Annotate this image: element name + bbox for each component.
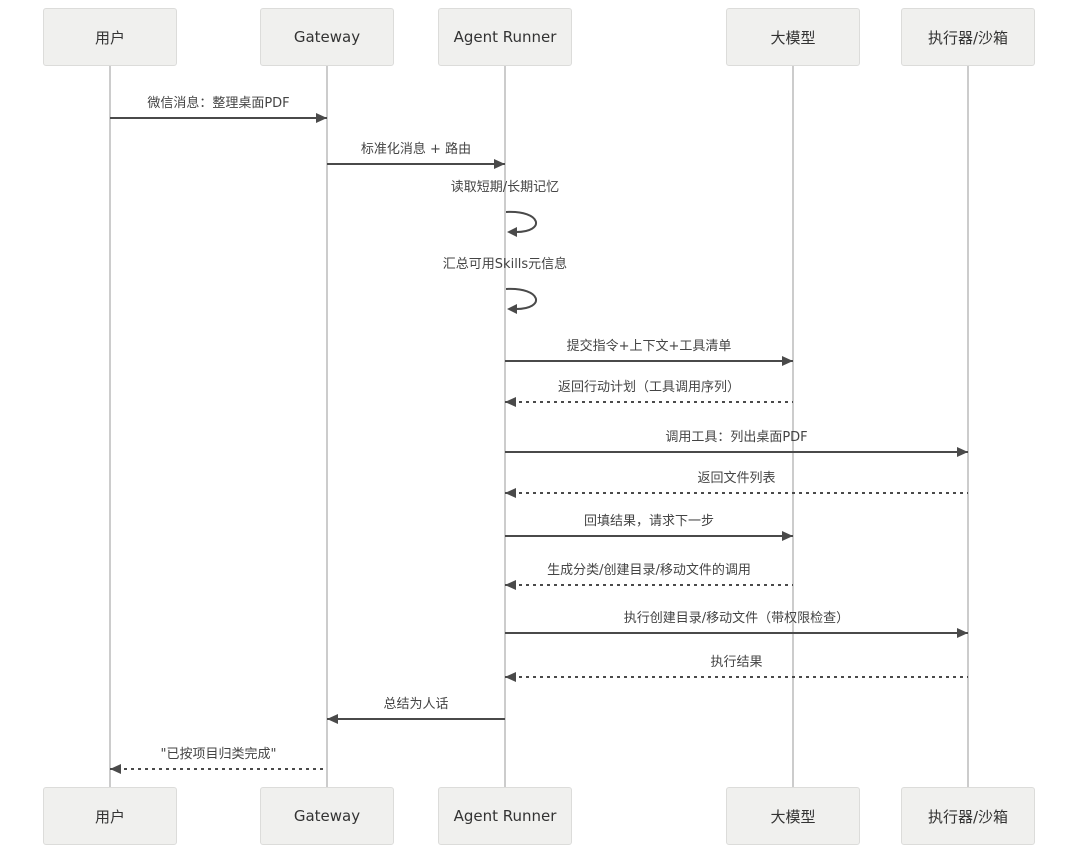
- actor-label: 大模型: [770, 28, 816, 47]
- message-1-wechat-request: 微信消息：整理桌面PDF: [110, 95, 327, 123]
- actor-executor-bottom: 执行器/沙箱: [901, 787, 1035, 845]
- message-label: 总结为人话: [383, 697, 449, 712]
- message-label: 执行创建目录/移动文件（带权限检查）: [623, 611, 850, 626]
- message-11-execute-ops: 执行创建目录/移动文件（带权限检查）: [505, 610, 968, 638]
- arrow-right-icon: [782, 356, 793, 366]
- message-5-submit-context: 提交指令+上下文+工具清单: [505, 338, 793, 366]
- arrow-right-icon: [494, 159, 505, 169]
- arrow-left-icon: [327, 714, 338, 724]
- message-13-summarize: 总结为人话: [327, 696, 505, 724]
- message-label: 生成分类/创建目录/移动文件的调用: [547, 563, 751, 578]
- actor-gateway-bottom: Gateway: [260, 787, 394, 845]
- actor-label: Gateway: [293, 807, 361, 825]
- message-9-backfill-next: 回填结果，请求下一步: [505, 513, 793, 541]
- message-label: "已按项目归类完成": [160, 747, 277, 762]
- arrow-right-icon: [782, 531, 793, 541]
- arrow-left-icon: [505, 672, 516, 682]
- actor-label: 执行器/沙箱: [927, 807, 1009, 826]
- message-2-normalize-route: 标准化消息 + 路由: [327, 141, 505, 169]
- actor-llm-bottom: 大模型: [726, 787, 860, 845]
- actor-label: 用户: [94, 807, 125, 826]
- message-label: 返回行动计划（工具调用序列）: [557, 380, 740, 395]
- lifeline-llm: [792, 66, 794, 787]
- actor-label: Agent Runner: [453, 807, 557, 825]
- message-label: 回填结果，请求下一步: [583, 514, 714, 529]
- actor-label: 大模型: [770, 807, 816, 826]
- message-6-action-plan: 返回行动计划（工具调用序列）: [505, 379, 793, 407]
- message-label: 提交指令+上下文+工具清单: [566, 339, 732, 354]
- message-14-final-reply: "已按项目归类完成": [110, 746, 327, 774]
- lifeline-gateway: [326, 66, 328, 787]
- actor-executor-top: 执行器/沙箱: [901, 8, 1035, 66]
- actor-label: Gateway: [293, 28, 361, 46]
- actor-label: 用户: [94, 28, 125, 47]
- message-label: 标准化消息 + 路由: [360, 142, 472, 157]
- arrow-right-icon: [957, 447, 968, 457]
- message-3-read-memory-label: 读取短期/长期记忆: [450, 180, 560, 195]
- actor-label: 执行器/沙箱: [927, 28, 1009, 47]
- lifeline-agent-runner: [504, 66, 506, 787]
- arrow-left-icon: [505, 488, 516, 498]
- actor-gateway-top: Gateway: [260, 8, 394, 66]
- message-label: 执行结果: [710, 655, 763, 670]
- message-4-skills-meta-label: 汇总可用Skills元信息: [442, 257, 568, 272]
- message-12-exec-result: 执行结果: [505, 654, 968, 682]
- lifeline-user: [109, 66, 111, 787]
- arrow-left-icon: [505, 397, 516, 407]
- arrow-right-icon: [316, 113, 327, 123]
- message-label: 调用工具：列出桌面PDF: [665, 430, 808, 445]
- message-label: 返回文件列表: [697, 471, 776, 486]
- self-loop-icon: [506, 210, 537, 237]
- actor-label: Agent Runner: [453, 28, 557, 46]
- message-8-file-list: 返回文件列表: [505, 470, 968, 498]
- arrow-right-icon: [957, 628, 968, 638]
- self-loop-icon: [506, 287, 537, 314]
- message-7-call-tool: 调用工具：列出桌面PDF: [505, 429, 968, 457]
- actor-agent-runner-bottom: Agent Runner: [438, 787, 572, 845]
- actor-llm-top: 大模型: [726, 8, 860, 66]
- actor-user-bottom: 用户: [43, 787, 177, 845]
- message-label: 微信消息：整理桌面PDF: [147, 96, 290, 111]
- actor-agent-runner-top: Agent Runner: [438, 8, 572, 66]
- lifeline-executor: [967, 66, 969, 787]
- actor-user-top: 用户: [43, 8, 177, 66]
- arrow-left-icon: [110, 764, 121, 774]
- arrow-left-icon: [505, 580, 516, 590]
- message-10-generate-calls: 生成分类/创建目录/移动文件的调用: [505, 562, 793, 590]
